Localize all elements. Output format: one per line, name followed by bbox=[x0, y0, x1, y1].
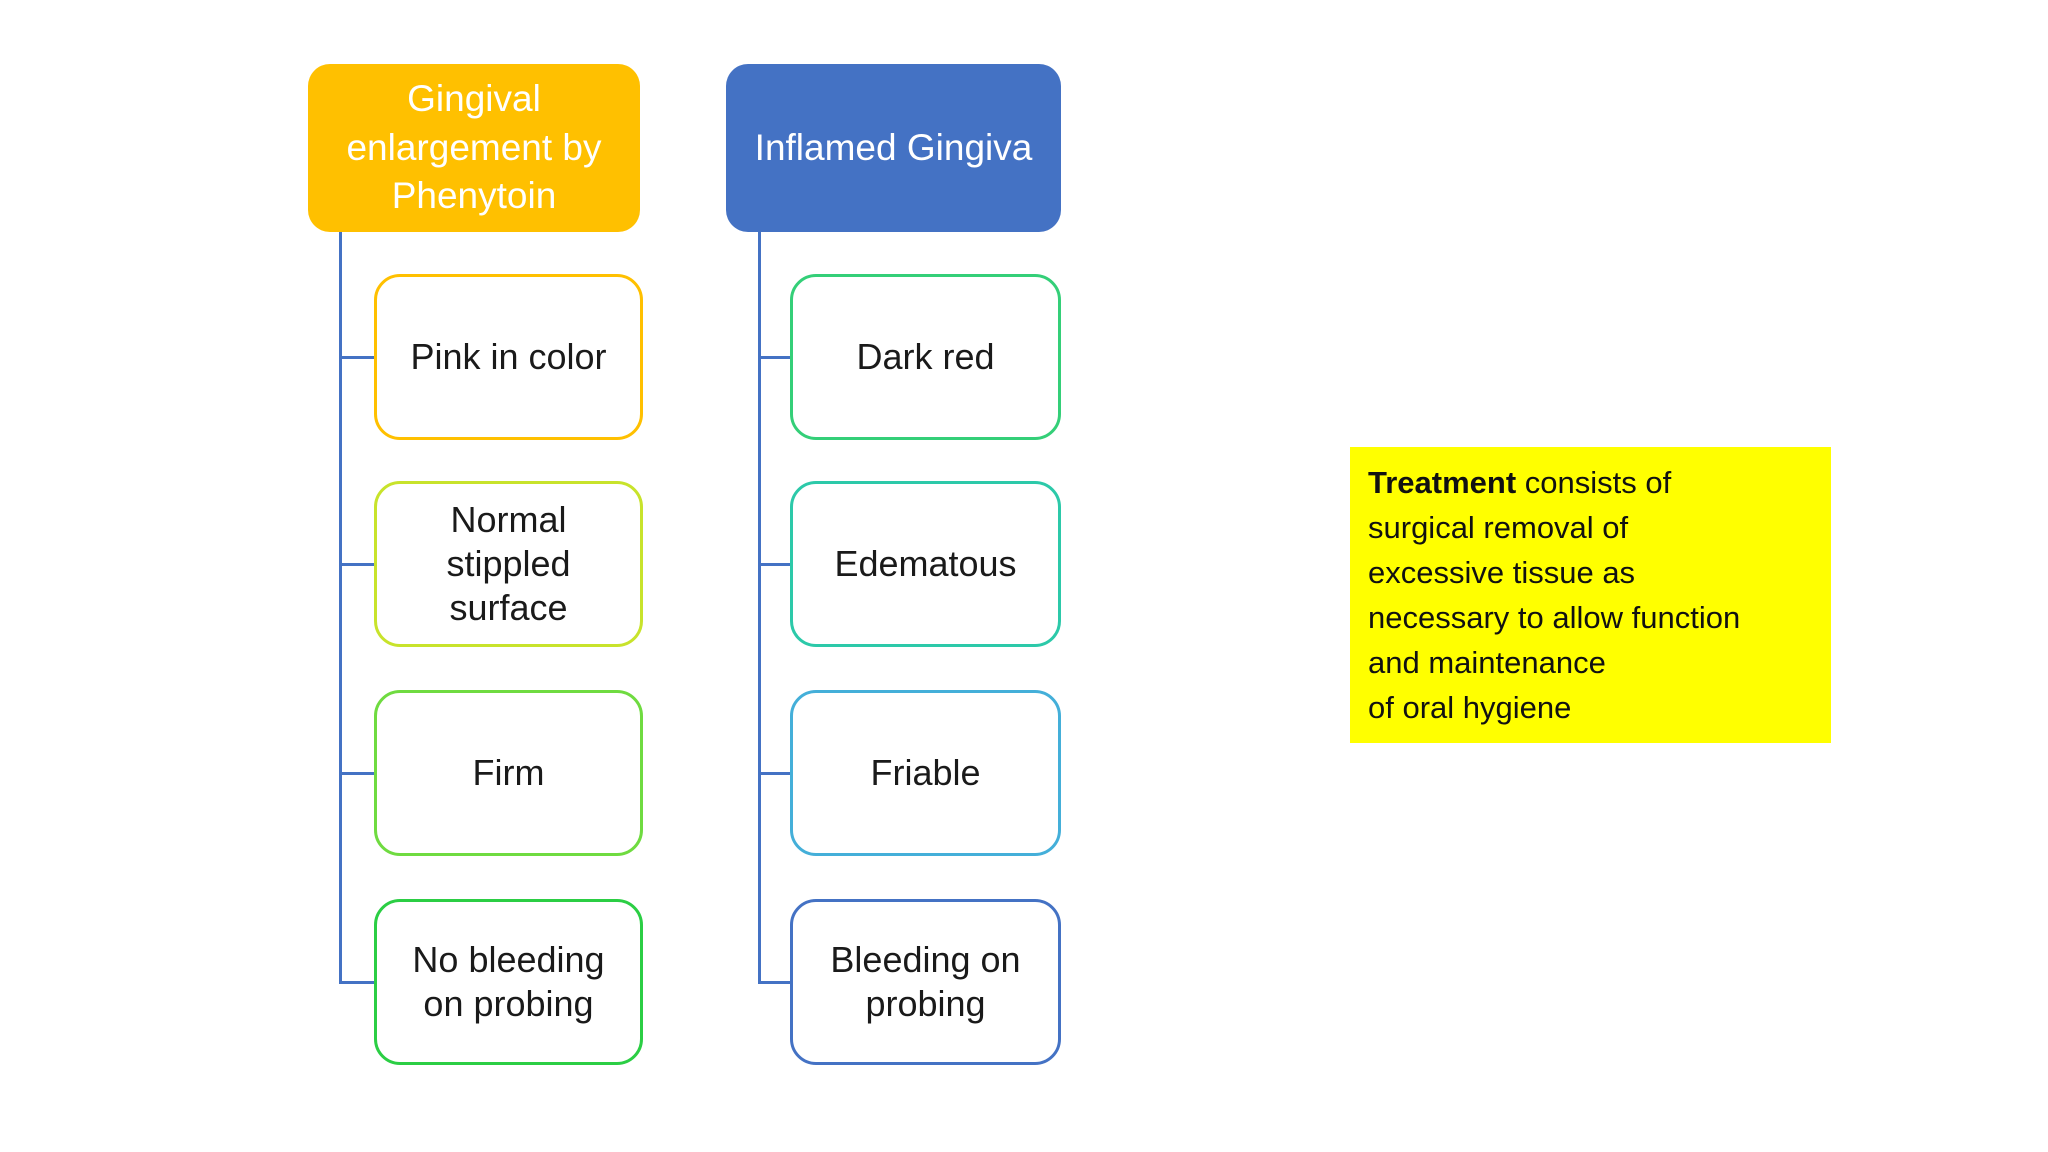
left-tree-connector-vertical bbox=[339, 232, 342, 984]
treatment-note-line: and maintenance bbox=[1368, 645, 1606, 680]
node-firm: Firm bbox=[374, 690, 643, 856]
right-tree-connector-branch bbox=[758, 356, 791, 359]
left-tree-header: Gingival enlargement by Phenytoin bbox=[308, 64, 640, 232]
right-tree-connector-branch bbox=[758, 981, 791, 984]
right-tree-header: Inflamed Gingiva bbox=[726, 64, 1061, 232]
node-bleeding-on-probing: Bleeding on probing bbox=[790, 899, 1061, 1065]
node-no-bleeding-on-probing: No bleeding on probing bbox=[374, 899, 643, 1065]
treatment-note-line: excessive tissue as bbox=[1368, 555, 1636, 590]
node-label: No bleeding on probing bbox=[412, 939, 605, 1024]
left-tree-connector-branch bbox=[339, 356, 374, 359]
treatment-note-line: Treatment consists of bbox=[1368, 460, 1813, 505]
node-friable: Friable bbox=[790, 690, 1061, 856]
node-pink-in-color: Pink in color bbox=[374, 274, 643, 440]
left-tree-connector-branch bbox=[339, 563, 374, 566]
node-edematous: Edematous bbox=[790, 481, 1061, 647]
treatment-note: Treatment consists of surgical removal o… bbox=[1350, 447, 1831, 743]
node-label: Firm bbox=[472, 752, 545, 794]
node-label: Bleeding on probing bbox=[830, 939, 1021, 1024]
node-label: Friable bbox=[870, 752, 981, 794]
node-normal-stippled-surface: Normal stippled surface bbox=[374, 481, 643, 647]
right-tree-connector-branch bbox=[758, 772, 791, 775]
node-label: Normal stippled surface bbox=[446, 499, 571, 628]
treatment-note-line: necessary to allow function bbox=[1368, 600, 1741, 635]
treatment-note-line1-rest: consists of bbox=[1516, 465, 1672, 500]
node-label: Dark red bbox=[856, 336, 995, 378]
node-label: Edematous bbox=[834, 543, 1017, 585]
right-tree-connector-branch bbox=[758, 563, 791, 566]
left-tree-header-label: Gingival enlargement by Phenytoin bbox=[346, 77, 602, 217]
left-tree-connector-branch bbox=[339, 772, 374, 775]
treatment-note-line: surgical removal of bbox=[1368, 510, 1629, 545]
treatment-note-line: of oral hygiene bbox=[1368, 690, 1572, 725]
left-tree-connector-branch bbox=[339, 981, 374, 984]
node-label: Pink in color bbox=[410, 336, 607, 378]
treatment-note-bold-lead: Treatment bbox=[1368, 465, 1517, 500]
node-dark-red: Dark red bbox=[790, 274, 1061, 440]
right-tree-header-label: Inflamed Gingiva bbox=[754, 126, 1033, 168]
right-tree-connector-vertical bbox=[758, 232, 761, 984]
